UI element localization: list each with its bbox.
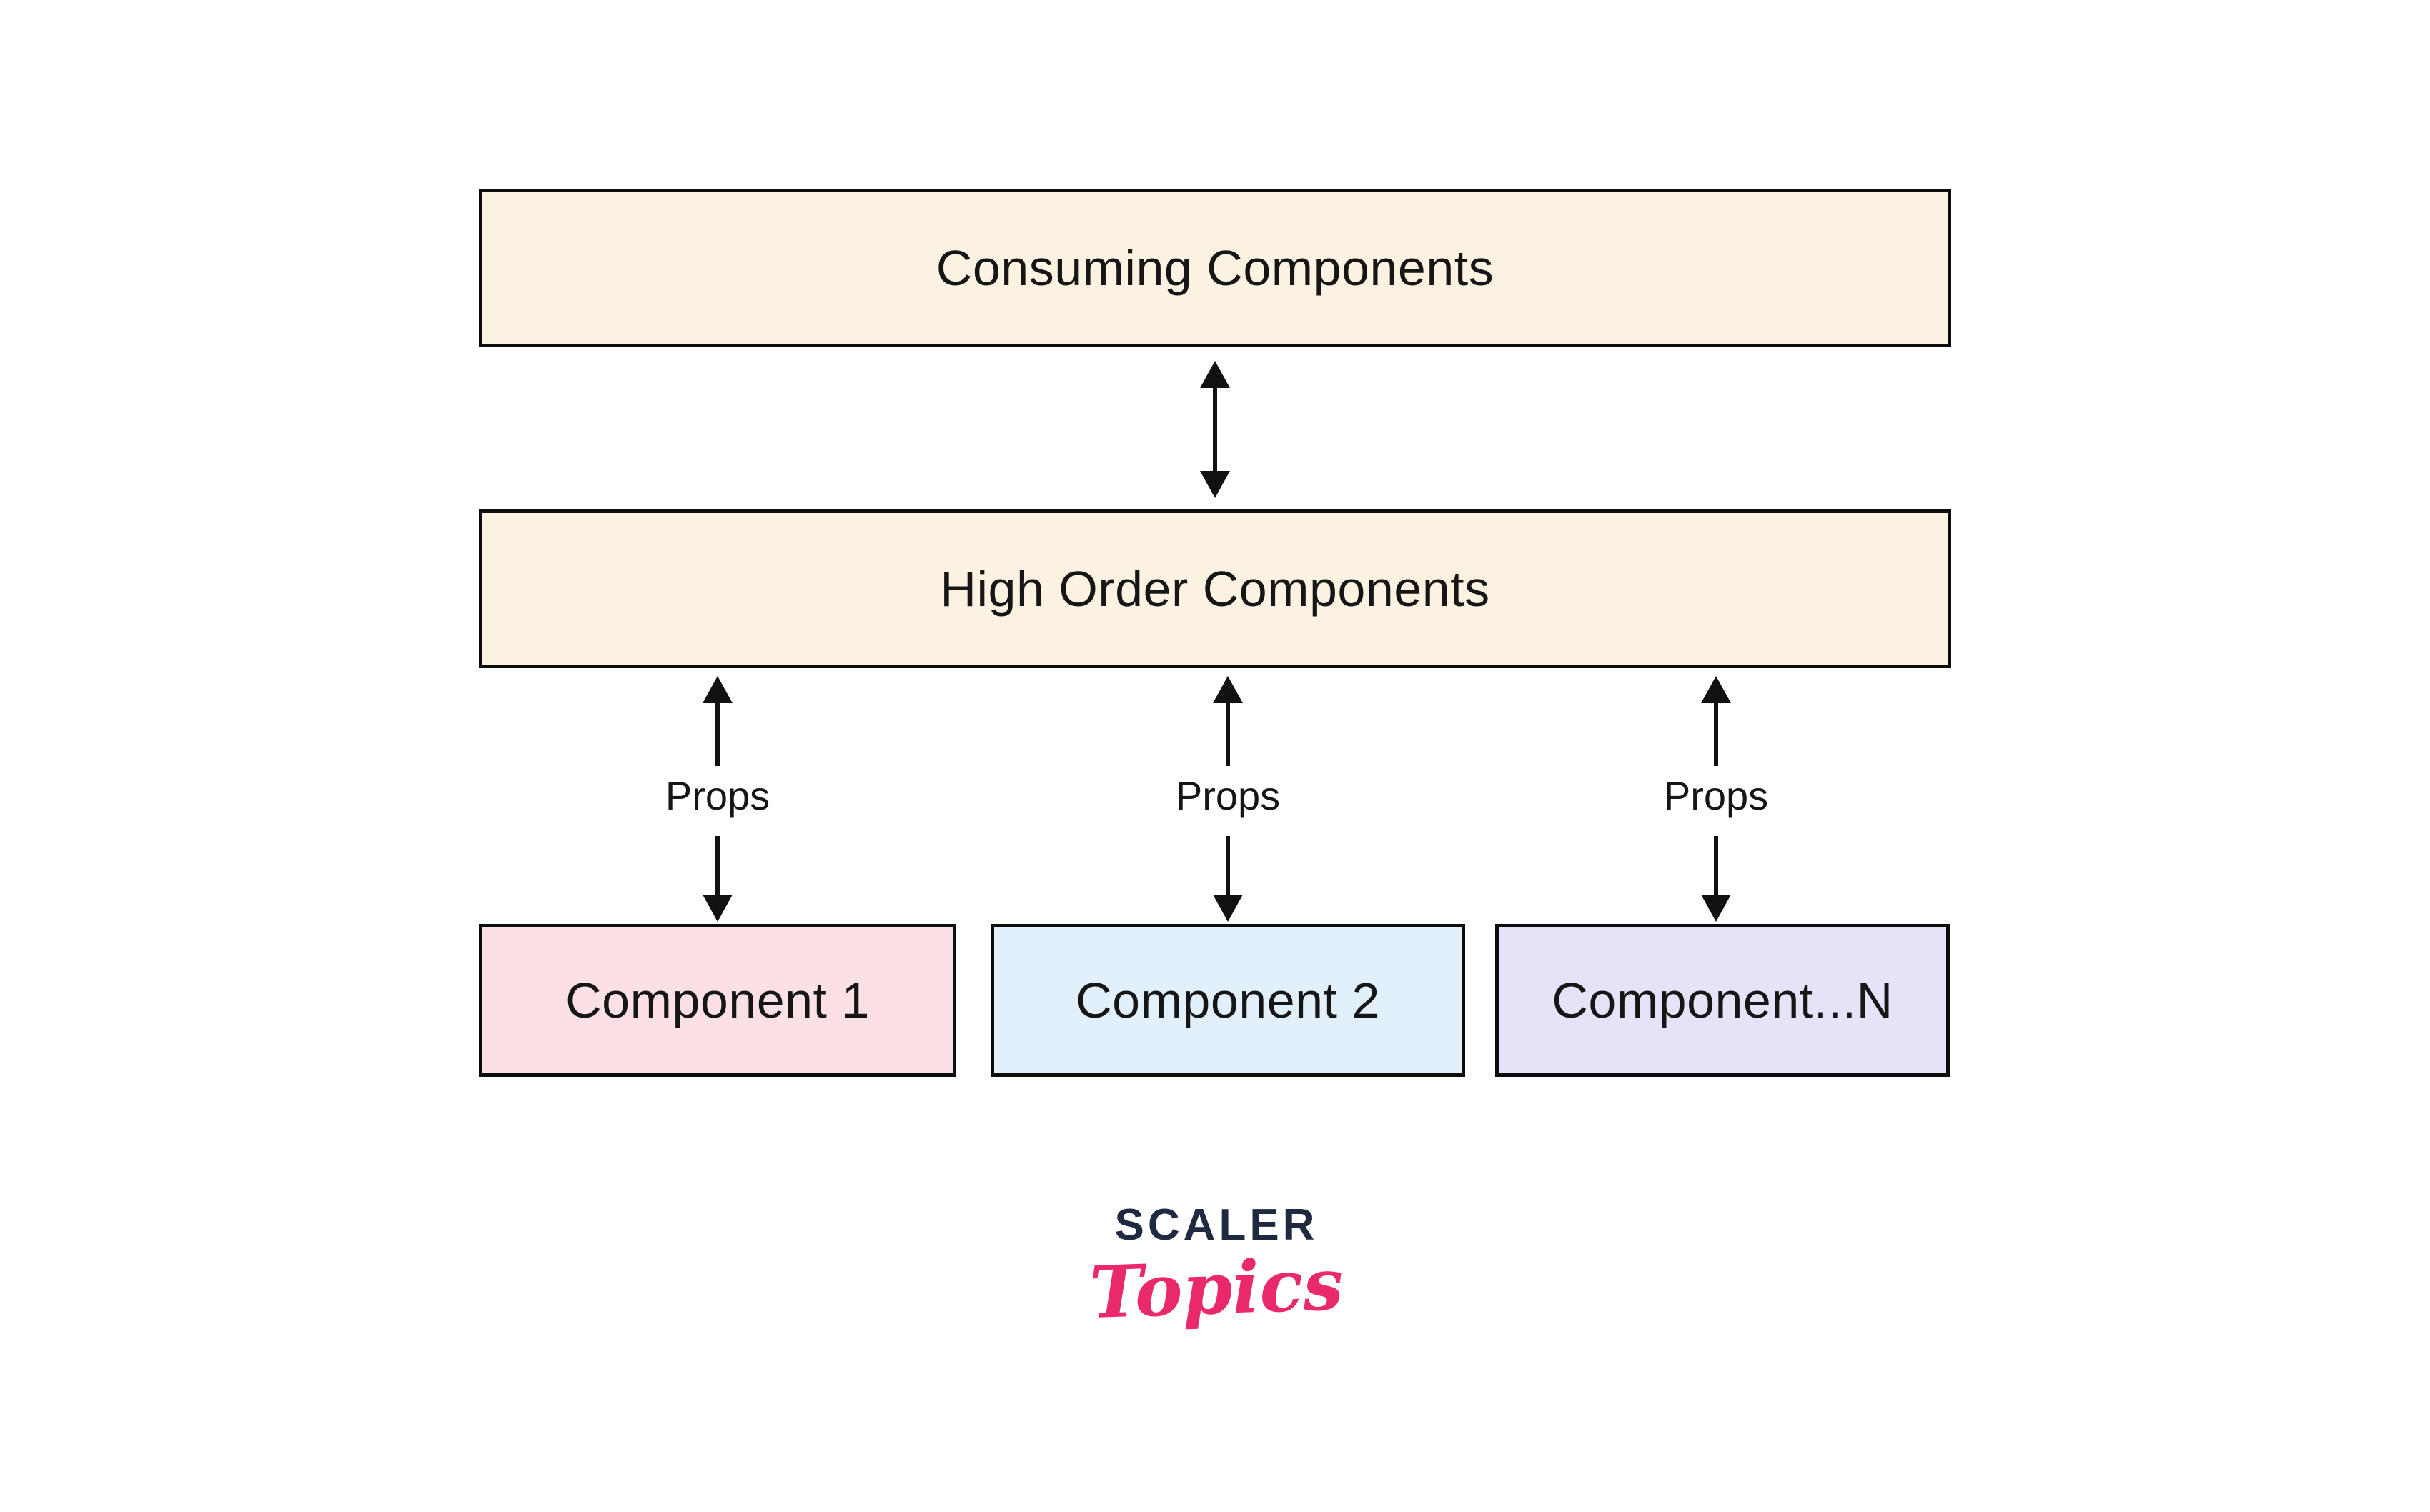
scaler-topics-logo: SCALER Topics [1038, 1200, 1395, 1336]
node-component-2: Component 2 [991, 924, 1465, 1077]
arrow-shaft [1226, 703, 1230, 766]
props-label-component-2: Props [1175, 773, 1281, 818]
arrow-up-icon [1213, 676, 1243, 703]
arrow-shaft [1226, 836, 1230, 895]
node-label-consuming-components: Consuming Components [936, 240, 1494, 296]
arrow-down-icon [1701, 895, 1731, 922]
node-label-component-n: Component...N [1552, 973, 1893, 1028]
arrow-up-icon [1200, 361, 1230, 388]
arrow-shaft [715, 703, 720, 766]
props-label-component-1: Props [665, 773, 770, 818]
props-arrow-up-component-2 [1212, 676, 1244, 766]
arrow-shaft [1714, 703, 1718, 766]
props-arrow-down-component-1 [702, 836, 733, 922]
arrow-down-icon [1213, 895, 1243, 922]
node-component-n: Component...N [1495, 924, 1950, 1077]
logo-script-text: Topics [1088, 1241, 1345, 1336]
props-label-component-n: Props [1663, 773, 1769, 818]
props-arrow-down-component-2 [1212, 836, 1244, 922]
logo-brand-text: SCALER [1114, 1200, 1319, 1250]
props-arrow-down-component-n [1700, 836, 1732, 922]
node-label-high-order-components: High Order Components [940, 561, 1490, 617]
props-arrow-up-component-n [1700, 676, 1732, 766]
arrow-up-icon [1701, 676, 1731, 703]
arrow-down-icon [703, 895, 733, 922]
node-label-component-2: Component 2 [1076, 973, 1380, 1028]
node-component-1: Component 1 [479, 924, 956, 1077]
arrow-down-icon [1200, 471, 1230, 498]
node-label-component-1: Component 1 [565, 973, 870, 1028]
arrow-shaft [1714, 836, 1718, 895]
arrow-up-icon [703, 676, 733, 703]
props-arrow-up-component-1 [702, 676, 733, 766]
arrow-shaft [715, 836, 720, 895]
double-arrow-consuming-hoc [1199, 361, 1231, 498]
node-high-order-components: High Order Components [479, 509, 1951, 668]
arrow-shaft [1213, 388, 1217, 471]
node-consuming-components: Consuming Components [479, 189, 1951, 347]
